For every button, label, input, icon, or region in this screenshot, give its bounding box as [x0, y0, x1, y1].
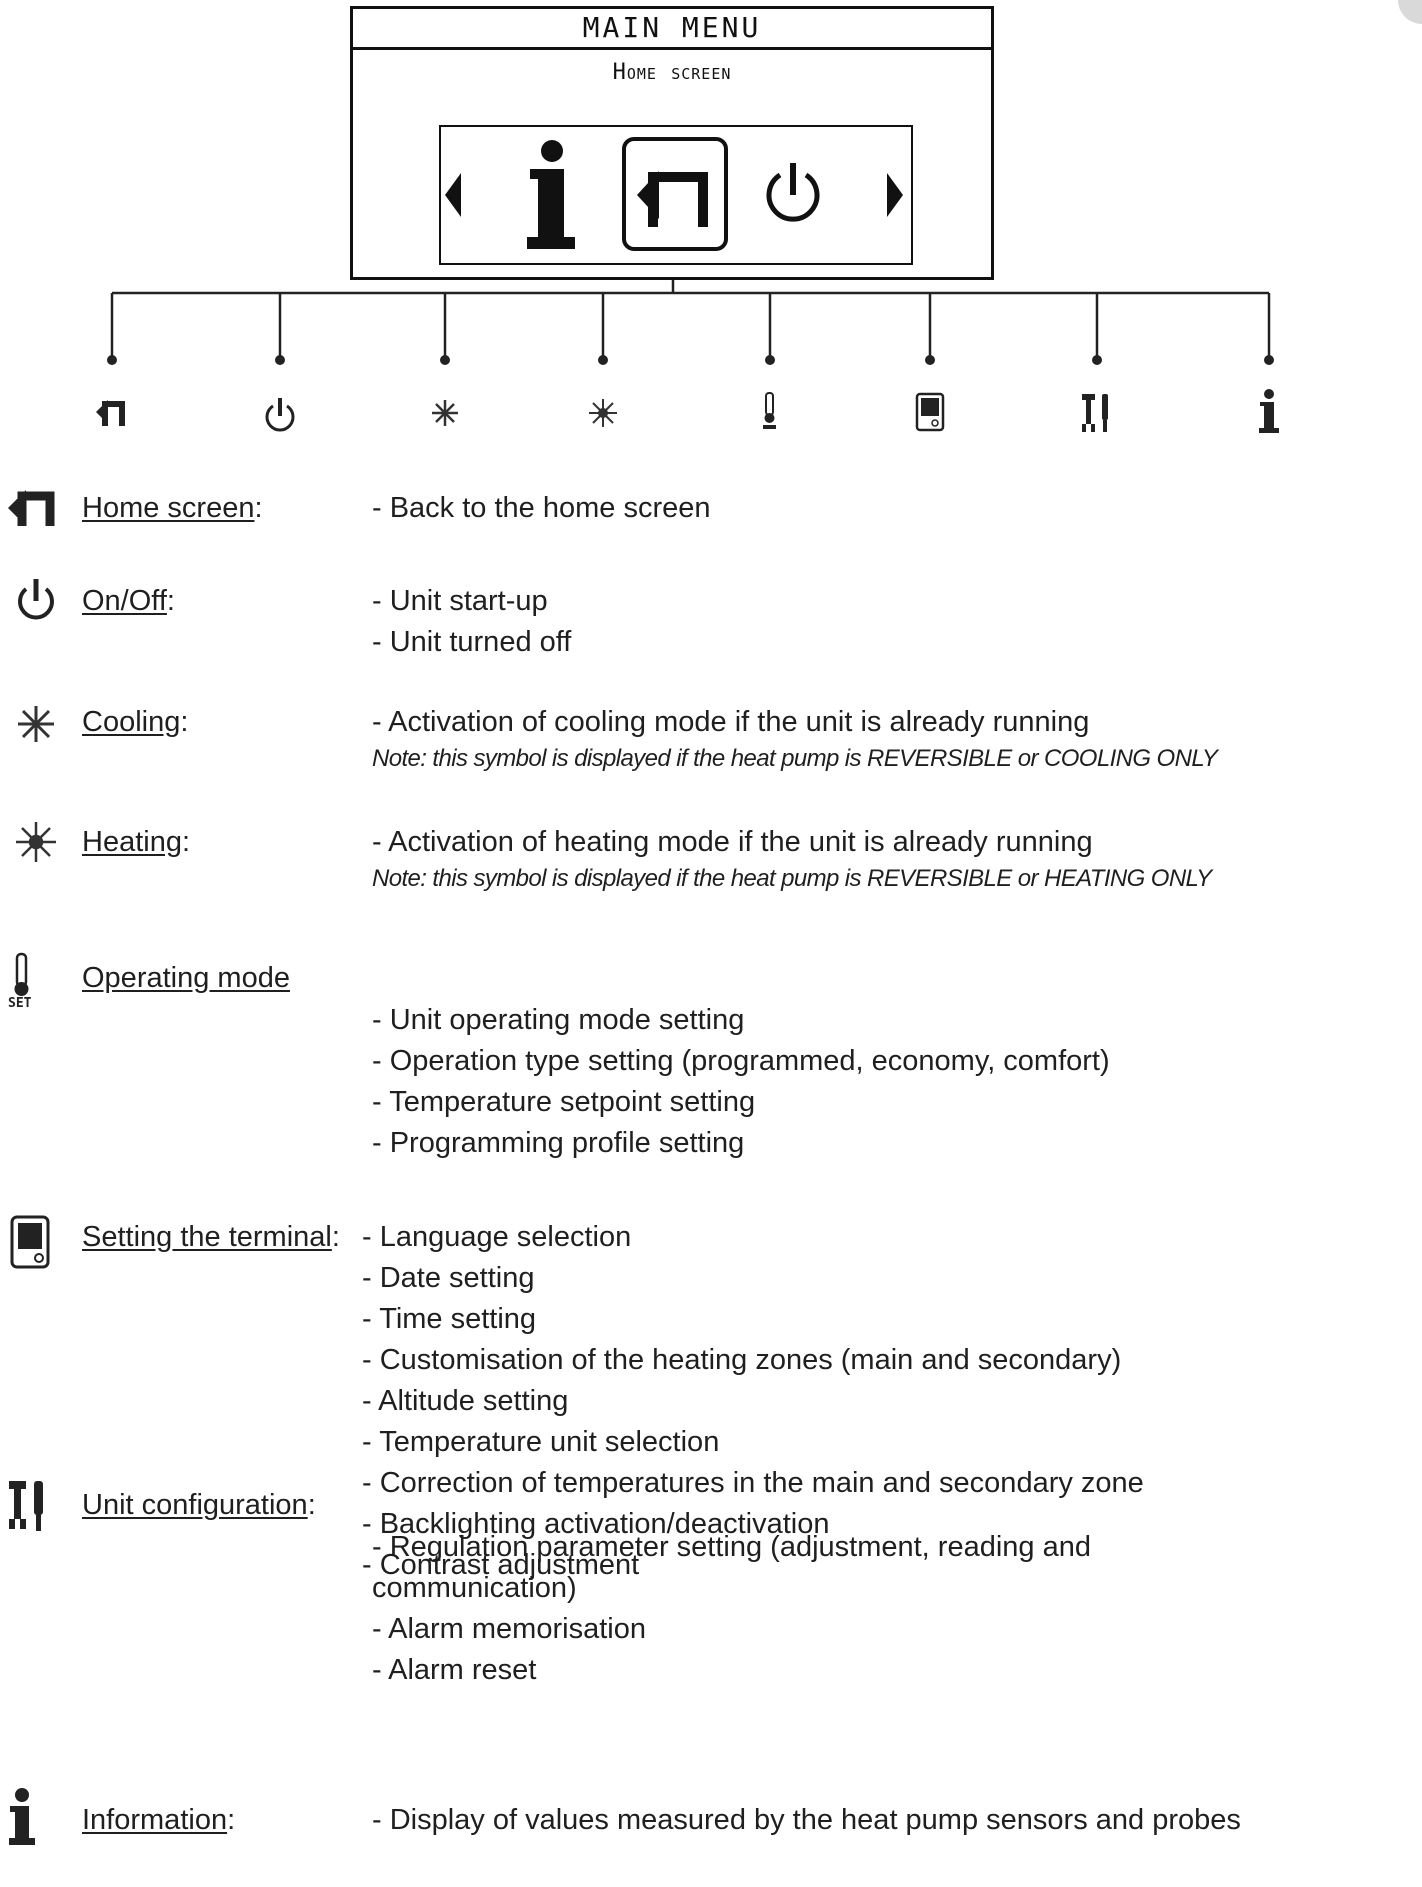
- description-line: - Customisation of the heating zones (ma…: [362, 1344, 1122, 1376]
- description-line: - Activation of heating mode if the unit…: [372, 826, 1093, 858]
- menu-tree: [0, 280, 1422, 450]
- description-note: Note: this symbol is displayed if the he…: [372, 865, 1212, 892]
- description-line: - Backlighting activation/deactivation: [362, 1508, 830, 1540]
- home-icon: [6, 482, 70, 546]
- legend-label: Operating mode: [82, 958, 290, 999]
- description-line: - Contrast adjustment: [362, 1549, 640, 1581]
- description-line: - Time setting: [362, 1303, 537, 1335]
- description-line: - Activation of cooling mode if the unit…: [372, 706, 1090, 738]
- home-icon-selected: [622, 137, 728, 251]
- info-icon: [527, 140, 575, 249]
- lcd-screen: MAIN MENU Home screen: [350, 6, 994, 280]
- thermometer-set-icon: [763, 392, 776, 429]
- legend-label-text: Information: [82, 1804, 228, 1836]
- description-line: - Date setting: [362, 1262, 535, 1294]
- description-line: communication): [372, 1572, 577, 1604]
- description-line: - Temperature unit selection: [362, 1426, 720, 1458]
- legend-label-suffix: :: [307, 1489, 316, 1521]
- description-line: - Correction of temperatures in the main…: [362, 1467, 1144, 1499]
- description-line: - Temperature setpoint setting: [372, 1086, 756, 1118]
- legend-label-suffix: :: [180, 706, 189, 738]
- tools-icon: [6, 1479, 70, 1543]
- snowflake-icon: [432, 400, 458, 426]
- snowflake-icon: [6, 694, 70, 758]
- lcd-title: MAIN MENU: [353, 9, 991, 50]
- description-line: - Language selection: [362, 1221, 632, 1253]
- info-icon: [1259, 389, 1279, 433]
- tree-connectors: [110, 280, 1271, 358]
- legend-label: Cooling:: [82, 702, 188, 743]
- legend-label: Unit configuration:: [82, 1485, 316, 1526]
- description-line: - Regulation parameter setting (adjustme…: [372, 1531, 1091, 1563]
- sun-icon: [6, 812, 70, 876]
- legend-label-text: Unit configuration: [82, 1489, 308, 1521]
- legend-label-text: Cooling: [82, 706, 181, 738]
- lcd-subtitle: Home screen: [612, 60, 732, 85]
- description-line: - Unit operating mode setting: [372, 1004, 745, 1036]
- legend-label: Setting the terminal:: [82, 1217, 340, 1258]
- info-icon: [6, 1788, 70, 1852]
- icon-set-label: SET: [8, 996, 32, 1011]
- description-line: - Alarm reset: [372, 1654, 537, 1686]
- legend-label: Information:: [82, 1800, 235, 1841]
- arrow-left-icon: [445, 173, 461, 217]
- legend-label: Heating:: [82, 822, 190, 863]
- description-line: - Back to the home screen: [372, 492, 711, 524]
- legend-label-text: Home screen: [82, 492, 255, 524]
- lcd-icon-carousel: [439, 125, 913, 265]
- legend-label: Home screen:: [82, 488, 263, 529]
- legend-label-suffix: :: [254, 492, 263, 524]
- home-icon: [96, 400, 125, 426]
- sun-icon: [589, 399, 617, 427]
- legend-label-text: Setting the terminal: [82, 1221, 332, 1253]
- legend-label-text: On/Off: [82, 585, 167, 617]
- terminal-icon: [915, 392, 945, 432]
- legend-label-suffix: :: [166, 585, 175, 617]
- terminal-icon: [6, 1213, 70, 1277]
- power-icon: [766, 163, 820, 222]
- tree-nodes: [107, 355, 1274, 365]
- power-icon: [6, 573, 70, 637]
- corner-decoration: [1398, 0, 1422, 24]
- description-line: - Operation type setting (programmed, ec…: [372, 1045, 1110, 1077]
- description-line: - Unit turned off: [372, 626, 572, 658]
- legend-label-text: Heating: [82, 826, 182, 858]
- description-note: Note: this symbol is displayed if the he…: [372, 745, 1218, 772]
- description-line: - Display of values measured by the heat…: [372, 1804, 1241, 1836]
- description-line: - Alarm memorisation: [372, 1613, 646, 1645]
- tools-icon: [1082, 394, 1108, 432]
- legend-label-suffix: :: [227, 1804, 236, 1836]
- power-icon: [265, 398, 295, 432]
- thermometer-set-icon: SET: [6, 952, 70, 1016]
- description-line: - Programming profile setting: [372, 1127, 745, 1159]
- description-line: - Unit start-up: [372, 585, 548, 617]
- legend-label-suffix: :: [181, 826, 191, 858]
- legend-label: On/Off:: [82, 581, 175, 622]
- description-line: - Altitude setting: [362, 1385, 569, 1417]
- arrow-right-icon: [887, 173, 903, 217]
- legend-label-text: Operating mode: [82, 962, 290, 994]
- legend-label-suffix: :: [331, 1221, 340, 1253]
